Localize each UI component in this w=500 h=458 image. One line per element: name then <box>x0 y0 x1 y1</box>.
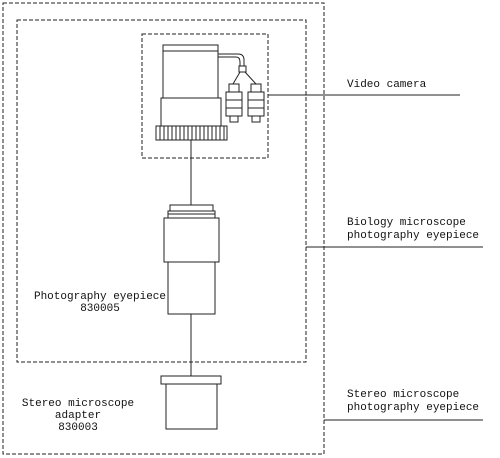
photography-eyepiece-code: 830005 <box>80 303 120 315</box>
photography-eyepiece-name: Photography eyepiece <box>33 291 167 303</box>
biology-eyepiece-label-line1: Biology microscope <box>347 217 466 229</box>
camera-connector-right <box>247 83 265 123</box>
stereo-adapter-label-line1: Stereo microscope <box>21 398 135 410</box>
stereo-eyepiece-label-line1: Stereo microscope <box>347 389 460 401</box>
stereo-eyepiece-label-line2: photography eyepiece <box>347 402 480 414</box>
camera-connector-left <box>225 83 243 123</box>
video-camera-body <box>155 44 228 141</box>
biology-eyepiece-label-line2: photography eyepiece <box>347 230 480 242</box>
biology-eyepiece-boundary <box>16 19 307 363</box>
video-camera-boundary <box>141 33 269 159</box>
stereo-eyepiece-boundary <box>2 2 325 455</box>
camera-cable <box>218 53 257 85</box>
video-camera-label: Video camera <box>347 79 427 91</box>
stereo-adapter <box>160 375 222 430</box>
stereo-adapter-code: 830003 <box>58 422 98 434</box>
photography-eyepiece <box>163 204 220 315</box>
stereo-adapter-label-line2: adapter <box>54 410 102 422</box>
